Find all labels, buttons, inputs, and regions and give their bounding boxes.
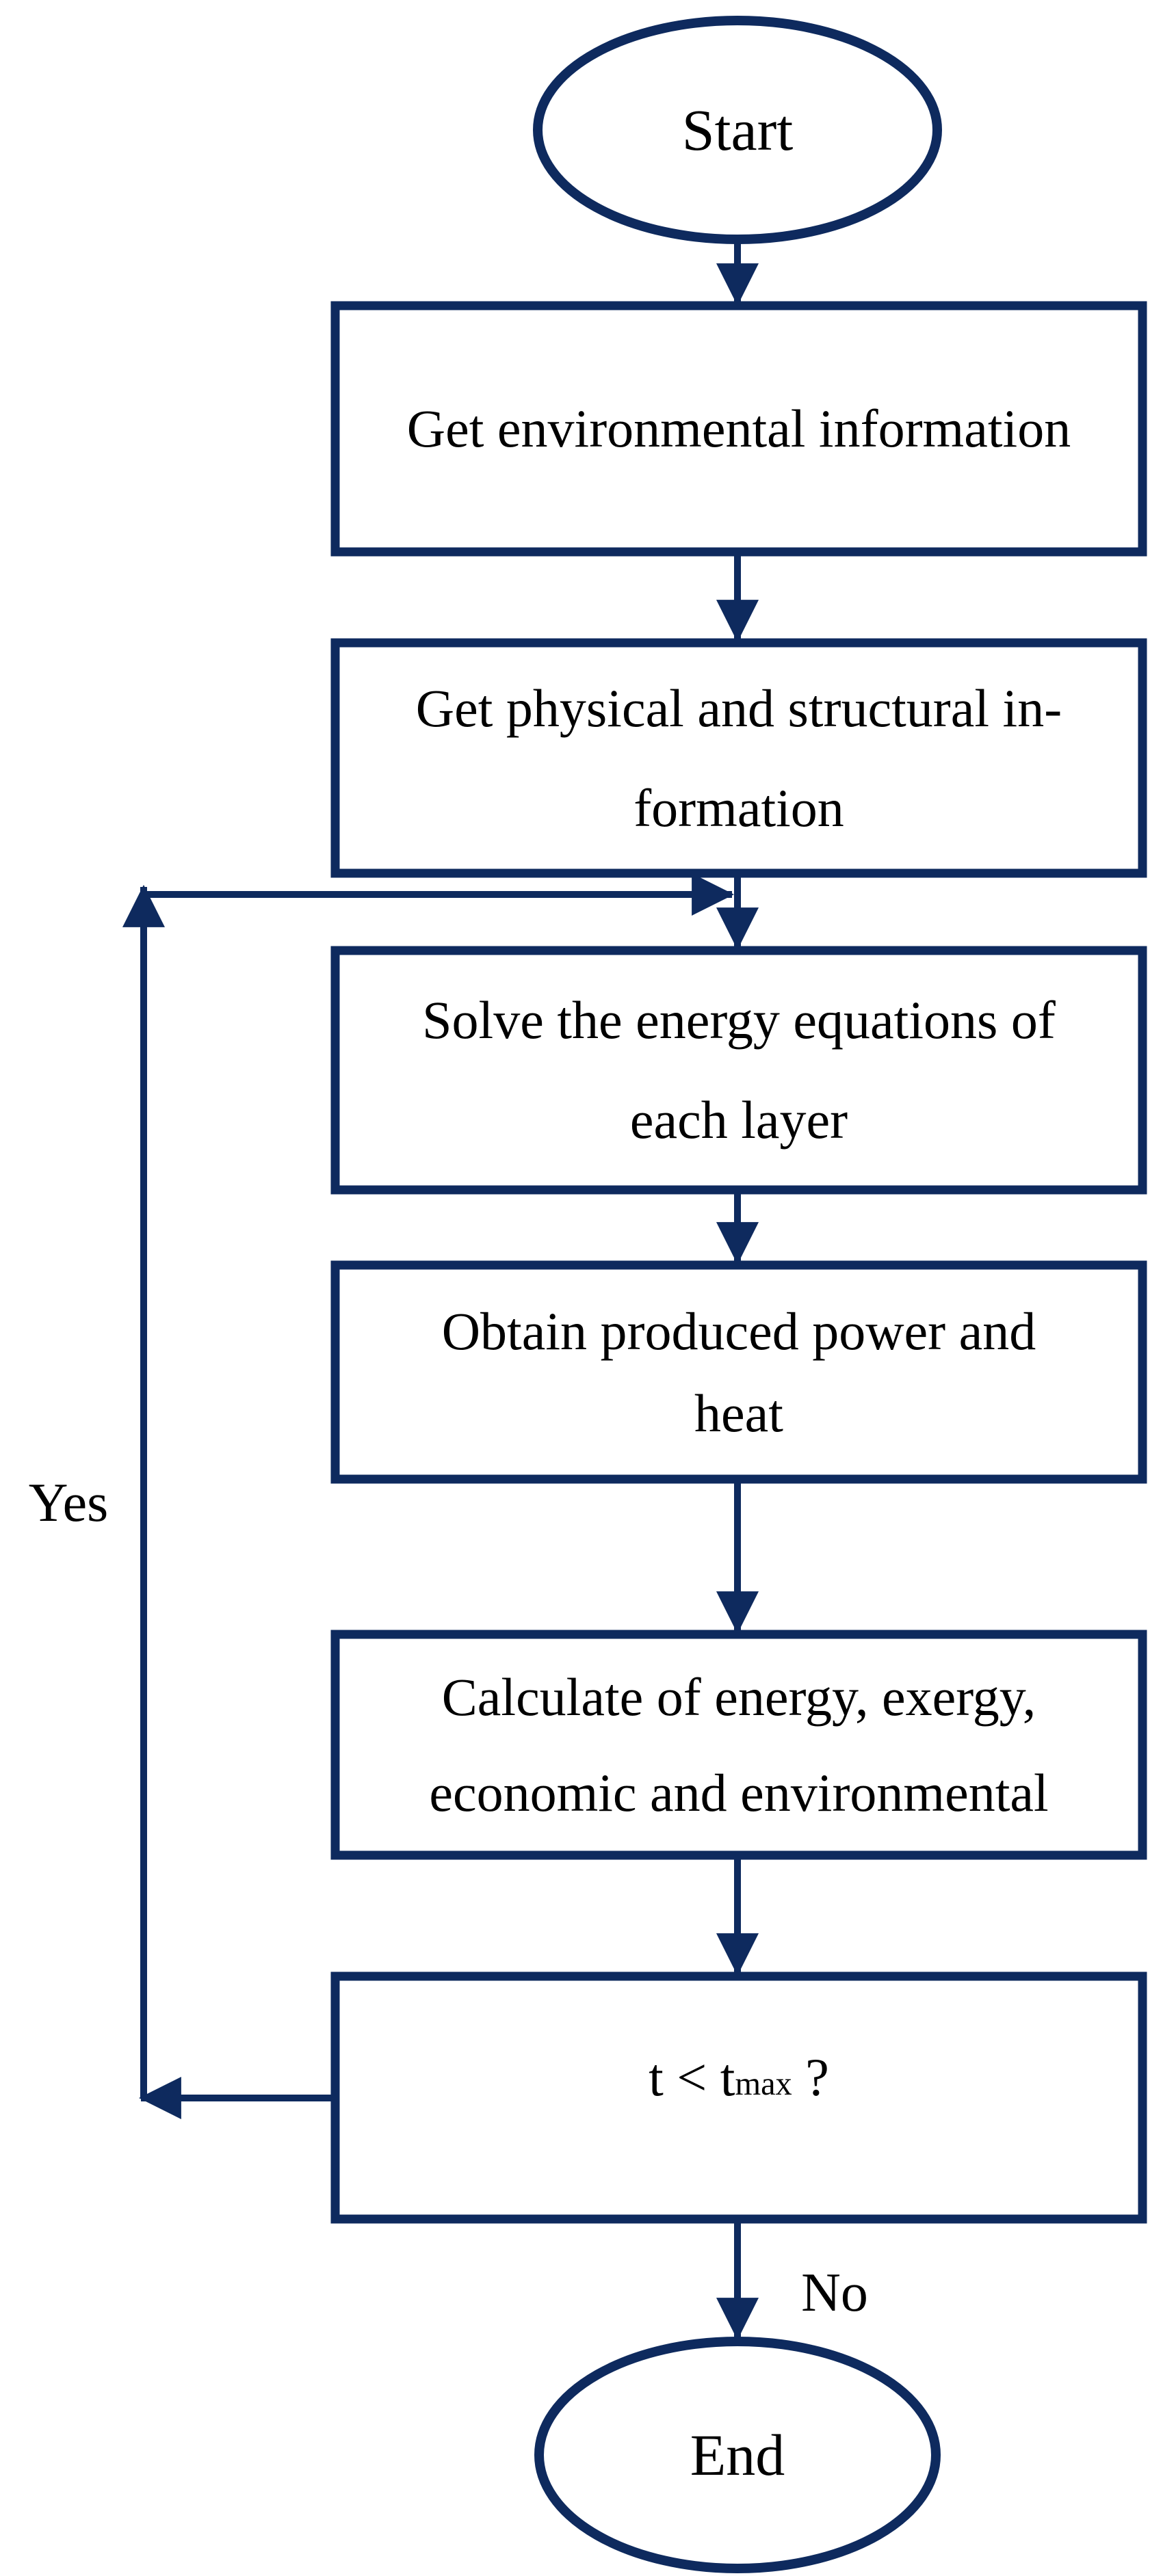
process-5-line-2: economic and environmental [429,1762,1049,1822]
process-3-label: Solve the energy equations of each layer [342,957,1136,1183]
end-label: End [690,2421,785,2488]
decision-condition-pre: t < t [649,2047,735,2107]
process-2-label: Get physical and structural in- formatio… [342,650,1136,866]
process-4-line-2: heat [694,1383,783,1443]
process-3-line-2: each layer [629,1090,848,1150]
process-box-2 [330,638,1147,878]
start-terminator-shape [533,16,942,244]
process-4-line-1: Obtain produced power and [441,1301,1036,1361]
process-4-label: Obtain produced power and heat [342,1271,1136,1474]
end-terminator-shape [534,2337,941,2573]
process-1-label: Get environmental information [342,313,1136,545]
process-2-line-1: Get physical and structural in- [415,678,1062,738]
process-5-line-1: Calculate of energy, exergy, [441,1667,1036,1727]
process-box-3 [330,946,1147,1195]
decision-box [330,1971,1147,2224]
process-box-4 [330,1260,1147,1484]
no-label: No [801,2262,868,2323]
decision-condition-subscript: max [735,2066,792,2103]
decision-condition-post: ? [792,2047,829,2107]
process-3-line-1: Solve the energy equations of [422,990,1056,1050]
process-2-line-2: formation [633,778,844,838]
process-1-line-1: Get environmental information [406,399,1071,459]
yes-label: Yes [28,1472,109,1533]
process-box-5 [330,1630,1147,1860]
process-5-label: Calculate of energy, exergy, economic an… [342,1640,1136,1850]
process-box-1 [330,301,1147,557]
start-label: Start [681,96,794,163]
